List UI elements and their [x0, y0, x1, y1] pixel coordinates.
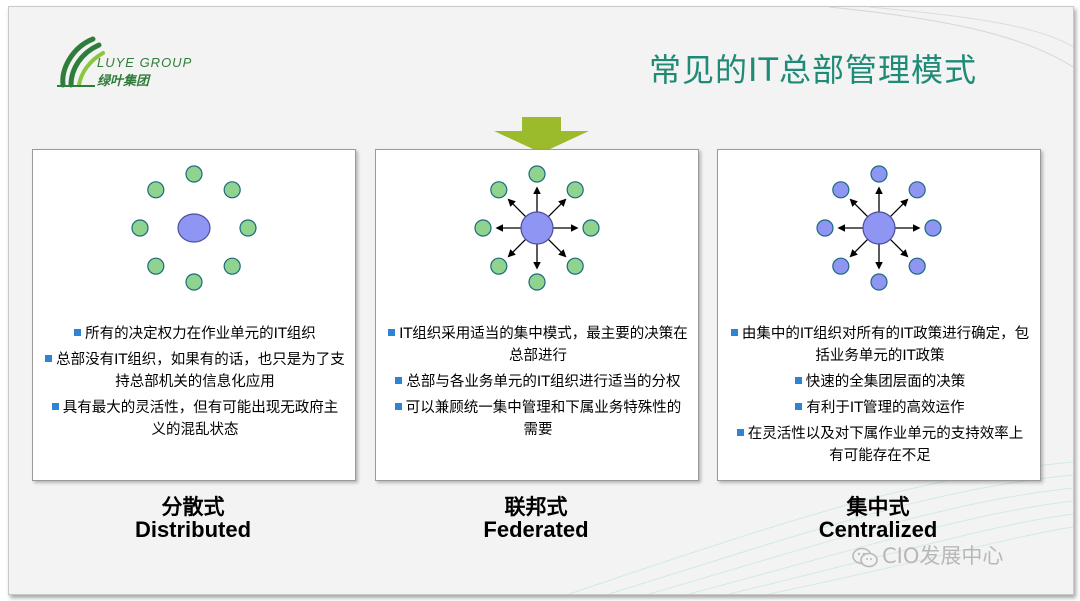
outer-node	[908, 181, 926, 199]
outer-node	[223, 257, 241, 275]
outer-node	[490, 257, 508, 275]
bullet-item: 快速的全集团层面的决策	[730, 371, 1030, 393]
outer-node	[566, 181, 584, 199]
federated-bullets: IT组织采用适当的集中模式，最主要的决策在总部进行 总部与各业务单元的IT组织进…	[388, 323, 688, 445]
bullet-square-icon	[394, 403, 402, 410]
slide-title: 常见的IT总部管理模式	[649, 51, 977, 89]
distributed-diagram	[131, 165, 257, 291]
bullet-item: 可以兼顾统一集中管理和下属业务特殊性的需要	[388, 397, 688, 441]
bullet-item: 总部没有IT组织，如果有的话，也只是为了支持总部机关的信息化应用	[45, 349, 345, 393]
down-arrow-icon	[494, 117, 589, 153]
caption-distributed-en: Distributed	[134, 517, 252, 542]
outer-node	[924, 219, 942, 237]
caption-centralized-cn: 集中式	[846, 495, 910, 519]
bullet-square-icon	[795, 403, 803, 410]
outer-node	[832, 257, 850, 275]
centralized-bullets: 由集中的IT组织对所有的IT政策进行确定，包括业务单元的IT政策 快速的全集团层…	[730, 323, 1030, 471]
outer-node	[147, 181, 165, 199]
watermark: CIO发展中心	[852, 540, 1003, 570]
center-hub-node	[862, 211, 896, 245]
centralized-diagram	[816, 165, 942, 291]
outer-node	[870, 273, 888, 291]
outer-node	[908, 257, 926, 275]
bullet-square-icon	[51, 403, 59, 410]
outer-node	[474, 219, 492, 237]
outer-node	[528, 165, 546, 183]
caption-federated-en: Federated	[483, 517, 589, 542]
outer-node	[566, 257, 584, 275]
bullet-item: 在灵活性以及对下属作业单元的支持效率上有可能存在不足	[730, 423, 1030, 467]
outer-node	[147, 257, 165, 275]
bullet-square-icon	[74, 329, 82, 336]
outer-node	[832, 181, 850, 199]
bullet-item: 有利于IT管理的高效运作	[730, 397, 1030, 419]
bullet-square-icon	[794, 377, 802, 384]
bullet-square-icon	[395, 377, 403, 384]
bullet-item: 具有最大的灵活性，但有可能出现无政府主义的混乱状态	[45, 397, 345, 441]
center-hub-node	[520, 211, 554, 245]
center-hub-node	[177, 213, 211, 243]
bullet-square-icon	[45, 355, 53, 362]
slide: LUYE GROUP 绿叶集团 常见的IT总部管理模式 所有的决定权力在作业单元…	[8, 6, 1074, 595]
logo-chinese-text: 绿叶集团	[97, 74, 150, 89]
federated-diagram	[474, 165, 600, 291]
caption-centralized-en: Centralized	[818, 517, 938, 542]
logo-english-text: LUYE GROUP	[97, 55, 193, 70]
outer-node	[870, 165, 888, 183]
caption-distributed-cn: 分散式	[161, 495, 225, 519]
outer-node	[239, 219, 257, 237]
bullet-square-icon	[736, 429, 744, 436]
outer-node	[185, 165, 203, 183]
outer-node	[131, 219, 149, 237]
outer-node	[816, 219, 834, 237]
bullet-item: 总部与各业务单元的IT组织进行适当的分权	[388, 371, 688, 393]
distributed-bullets: 所有的决定权力在作业单元的IT组织 总部没有IT组织，如果有的话，也只是为了支持…	[45, 323, 345, 445]
bullet-square-icon	[388, 329, 396, 336]
bullet-item: IT组织采用适当的集中模式，最主要的决策在总部进行	[388, 323, 688, 367]
caption-federated-cn: 联邦式	[504, 495, 568, 519]
panel-centralized: 由集中的IT组织对所有的IT政策进行确定，包括业务单元的IT政策 快速的全集团层…	[717, 149, 1041, 481]
outer-node	[490, 181, 508, 199]
bullet-square-icon	[730, 329, 738, 336]
wechat-icon	[852, 547, 878, 568]
luye-leaf-logo-icon	[57, 36, 105, 88]
outer-node	[223, 181, 241, 199]
panel-distributed: 所有的决定权力在作业单元的IT组织 总部没有IT组织，如果有的话，也只是为了支持…	[32, 149, 356, 481]
outer-node	[185, 273, 203, 291]
outer-node	[528, 273, 546, 291]
panel-federated: IT组织采用适当的集中模式，最主要的决策在总部进行 总部与各业务单元的IT组织进…	[375, 149, 699, 481]
outer-node	[582, 219, 600, 237]
bullet-item: 所有的决定权力在作业单元的IT组织	[45, 323, 345, 345]
bullet-item: 由集中的IT组织对所有的IT政策进行确定，包括业务单元的IT政策	[730, 323, 1030, 367]
